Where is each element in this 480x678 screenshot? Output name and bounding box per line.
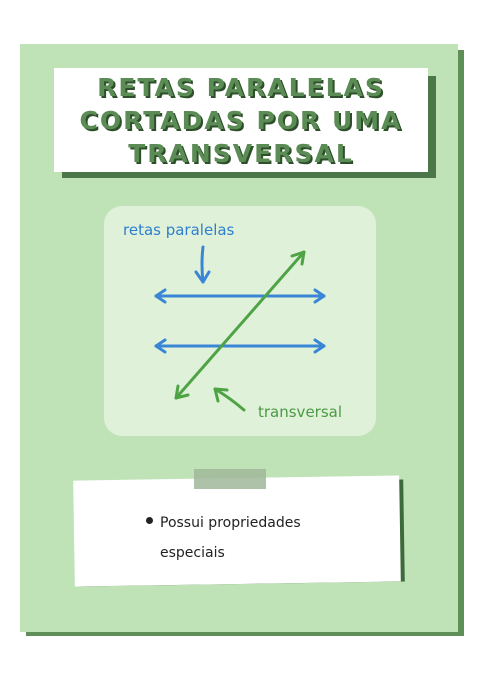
parallel-lines-label: retas paralelas xyxy=(123,221,235,239)
parallel-pointer-arrow xyxy=(194,245,211,284)
bullet-icon xyxy=(146,517,153,524)
parallel-line-2 xyxy=(154,338,326,354)
tape-strip xyxy=(194,469,266,489)
note-bullet-text: Possui propriedades especiais xyxy=(160,515,301,561)
diagram-panel xyxy=(104,206,376,436)
transversal-line xyxy=(174,250,306,400)
page-title: RETAS PARALELAS CORTADAS POR UMA TRANSVE… xyxy=(79,72,403,168)
transversal-label: transversal xyxy=(258,403,343,421)
transversal-pointer-arrow xyxy=(213,387,246,412)
title-box: RETAS PARALELAS CORTADAS POR UMA TRANSVE… xyxy=(54,68,428,172)
parallel-line-1 xyxy=(154,288,326,304)
